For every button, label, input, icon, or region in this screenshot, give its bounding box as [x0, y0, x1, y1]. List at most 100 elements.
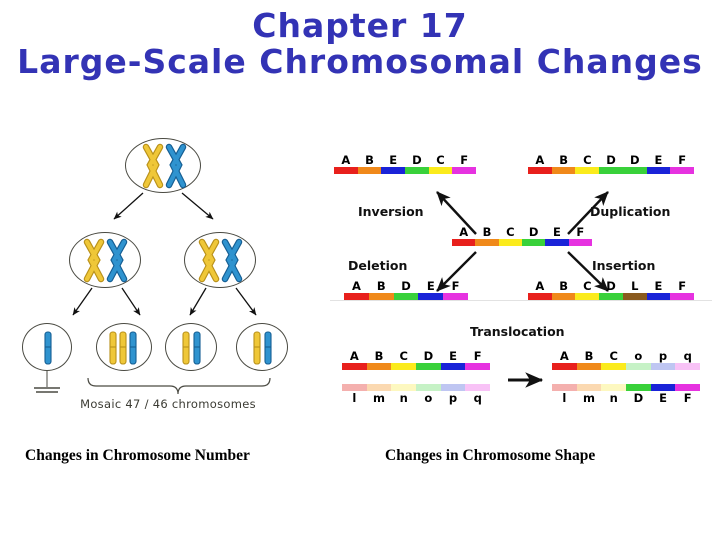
segment-label-q: q	[683, 349, 692, 363]
segment-label-D: D	[629, 153, 640, 167]
segment-n	[391, 384, 417, 391]
segment-label-m: m	[373, 391, 385, 405]
monosomy-chromosome	[44, 331, 52, 365]
segment-label-E: E	[659, 391, 667, 405]
segment-F	[443, 293, 468, 300]
gold-bar-chromosome	[253, 331, 261, 365]
segment-B	[368, 293, 394, 300]
cell-monosomy	[22, 323, 72, 371]
segment-o	[626, 363, 651, 370]
segment-label-A: A	[349, 349, 359, 363]
segment-l	[552, 384, 577, 391]
segment-label-A: A	[459, 225, 469, 239]
chromosome-bar	[344, 293, 468, 300]
segment-label-o: o	[634, 349, 643, 363]
segment-B	[576, 363, 602, 370]
segment-label-C: C	[609, 349, 618, 363]
segment-label-E: E	[654, 153, 663, 167]
title-line-subject: Large-Scale Chromosomal Changes	[17, 41, 703, 81]
blue-bar-chromosome	[129, 331, 137, 365]
chromosome-bar	[552, 384, 701, 391]
segment-label-B: B	[584, 349, 594, 363]
segment-label-B: B	[365, 153, 374, 167]
normal-2-chromosomes	[253, 331, 272, 365]
segment-label-A: A	[535, 279, 545, 293]
segment-C	[575, 167, 600, 174]
parent-cell-chromosomes	[142, 143, 187, 189]
segment-label-C: C	[583, 279, 592, 293]
segment-label-F: F	[678, 153, 687, 167]
caption-chromosome-shape: Changes in Chromosome Shape	[385, 447, 596, 464]
segment-label-p: p	[448, 391, 458, 405]
segment-A	[528, 293, 552, 300]
segment-D	[622, 167, 647, 174]
normal-1-chromosomes	[182, 331, 201, 365]
segment-label-l: l	[352, 391, 357, 405]
segment-B	[366, 363, 392, 370]
right-diagram-arrows	[436, 191, 609, 388]
segment-D	[626, 384, 651, 391]
segment-label-E: E	[654, 279, 663, 293]
segment-label-D: D	[528, 225, 539, 239]
chromosome-number-diagram: Mosaic 47 / 46 chromosomes	[10, 135, 320, 425]
blue-bar-chromosome	[44, 331, 52, 365]
segment-D	[599, 167, 623, 174]
segment-label-F: F	[576, 225, 585, 239]
segment-A	[552, 363, 577, 370]
caption-chromosome-number: Changes in Chromosome Number	[25, 447, 250, 464]
segment-A	[528, 167, 552, 174]
segment-label-D: D	[606, 153, 616, 167]
chromosome-bar	[342, 363, 491, 370]
chromosome-bar	[528, 293, 695, 300]
trisomy-chromosomes	[109, 331, 137, 365]
segment-D	[416, 363, 441, 370]
chromosome-bar	[334, 167, 477, 174]
blue-bar-chromosome	[193, 331, 201, 365]
segment-C	[498, 239, 522, 246]
segment-label-l: l	[562, 391, 567, 405]
segment-label-E: E	[389, 153, 398, 167]
segment-label-B: B	[482, 225, 492, 239]
segment-label-A: A	[341, 153, 351, 167]
cell-daughter-right	[184, 232, 256, 288]
segment-m	[576, 384, 602, 391]
segment-label-C: C	[506, 225, 515, 239]
segment-label-p: p	[658, 349, 668, 363]
chromosome-bar	[528, 167, 695, 174]
segment-label-D: D	[606, 279, 616, 293]
segment-B	[551, 167, 576, 174]
segment-label-C: C	[399, 349, 408, 363]
segment-label-E: E	[426, 279, 435, 293]
segment-C	[391, 363, 417, 370]
segment-E	[650, 384, 676, 391]
blue-bar-chromosome	[264, 331, 272, 365]
segment-E	[646, 293, 671, 300]
segment-A	[342, 363, 367, 370]
segment-n	[601, 384, 627, 391]
segment-label-B: B	[559, 279, 568, 293]
segment-D	[521, 239, 546, 246]
segment-C	[601, 363, 627, 370]
segment-p	[440, 384, 466, 391]
segment-label-D: D	[633, 391, 644, 405]
title-line-chapter: Chapter 17	[252, 6, 468, 45]
label-insertion: Insertion	[592, 258, 656, 273]
daughter-left-chromosomes	[83, 238, 128, 283]
segment-F	[675, 384, 701, 391]
segment-F	[670, 167, 695, 174]
segment-label-A: A	[559, 349, 569, 363]
gold-bar-chromosome	[182, 331, 190, 365]
segment-label-A: A	[351, 279, 361, 293]
segment-q	[675, 363, 701, 370]
daughter-right-chromosomes	[198, 238, 243, 283]
segment-label-F: F	[683, 391, 692, 405]
